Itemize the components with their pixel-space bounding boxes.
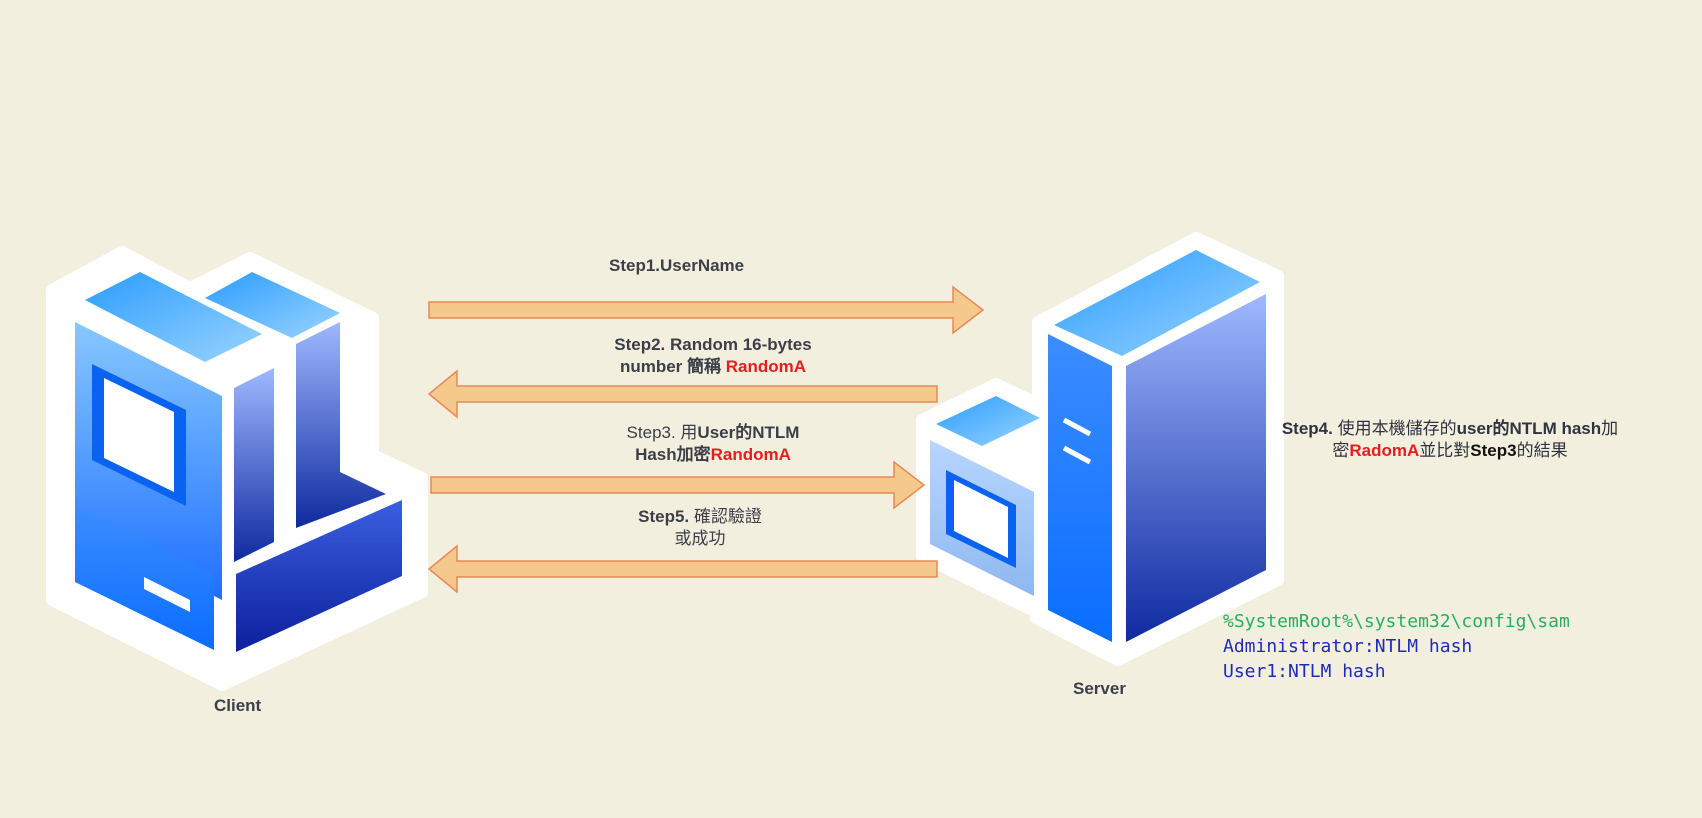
step2-label: Step2. Random 16-bytes number 簡稱 RandomA [614,335,812,376]
arrow-step5-to-client [427,544,938,594]
client-label: Client [214,696,262,715]
step3-label: Step3. 用User的NTLM Hash加密RandomA [626,423,800,464]
sam-entry-user1: User1:NTLM hash [1223,661,1386,682]
sam-entry-admin: Administrator:NTLM hash [1223,636,1473,657]
sam-path: %SystemRoot%\system32\config\sam [1223,611,1570,632]
desktop-computer-icon [46,246,428,691]
arrow-step3-to-server [430,460,926,510]
arrow-step1-to-server [428,285,985,335]
server-label: Server [1073,679,1126,698]
step4-label: Step4. 使用本機儲存的user的NTLM hash加 密RadomA並比對… [1281,419,1619,460]
step1-label: Step1.UserName [609,256,745,275]
arrow-step2-to-client [427,369,938,419]
step5-label: Step5. 確認驗證 或成功 [638,507,762,548]
server-tower-icon [916,232,1284,666]
sam-file-info: %SystemRoot%\system32\config\sam Adminis… [1223,609,1570,684]
